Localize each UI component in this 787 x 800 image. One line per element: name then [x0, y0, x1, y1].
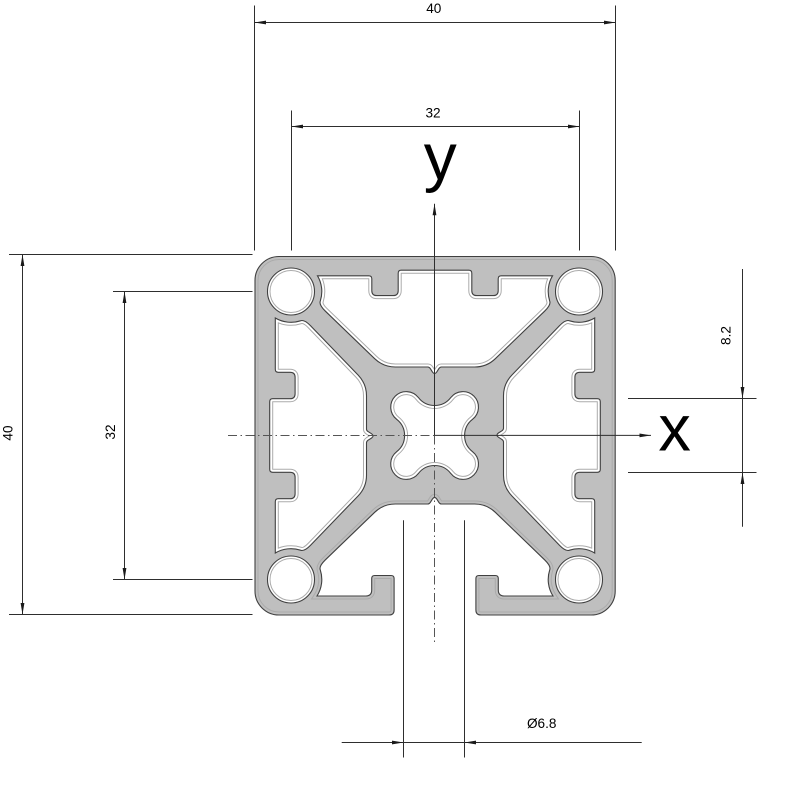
svg-text:Ø6.8: Ø6.8: [527, 716, 556, 731]
svg-text:40: 40: [1, 425, 16, 441]
svg-text:32: 32: [425, 106, 440, 121]
svg-text:x: x: [658, 392, 691, 465]
svg-text:8.2: 8.2: [719, 326, 734, 345]
svg-text:y: y: [424, 120, 457, 194]
svg-text:32: 32: [103, 424, 118, 439]
svg-text:40: 40: [426, 1, 442, 16]
